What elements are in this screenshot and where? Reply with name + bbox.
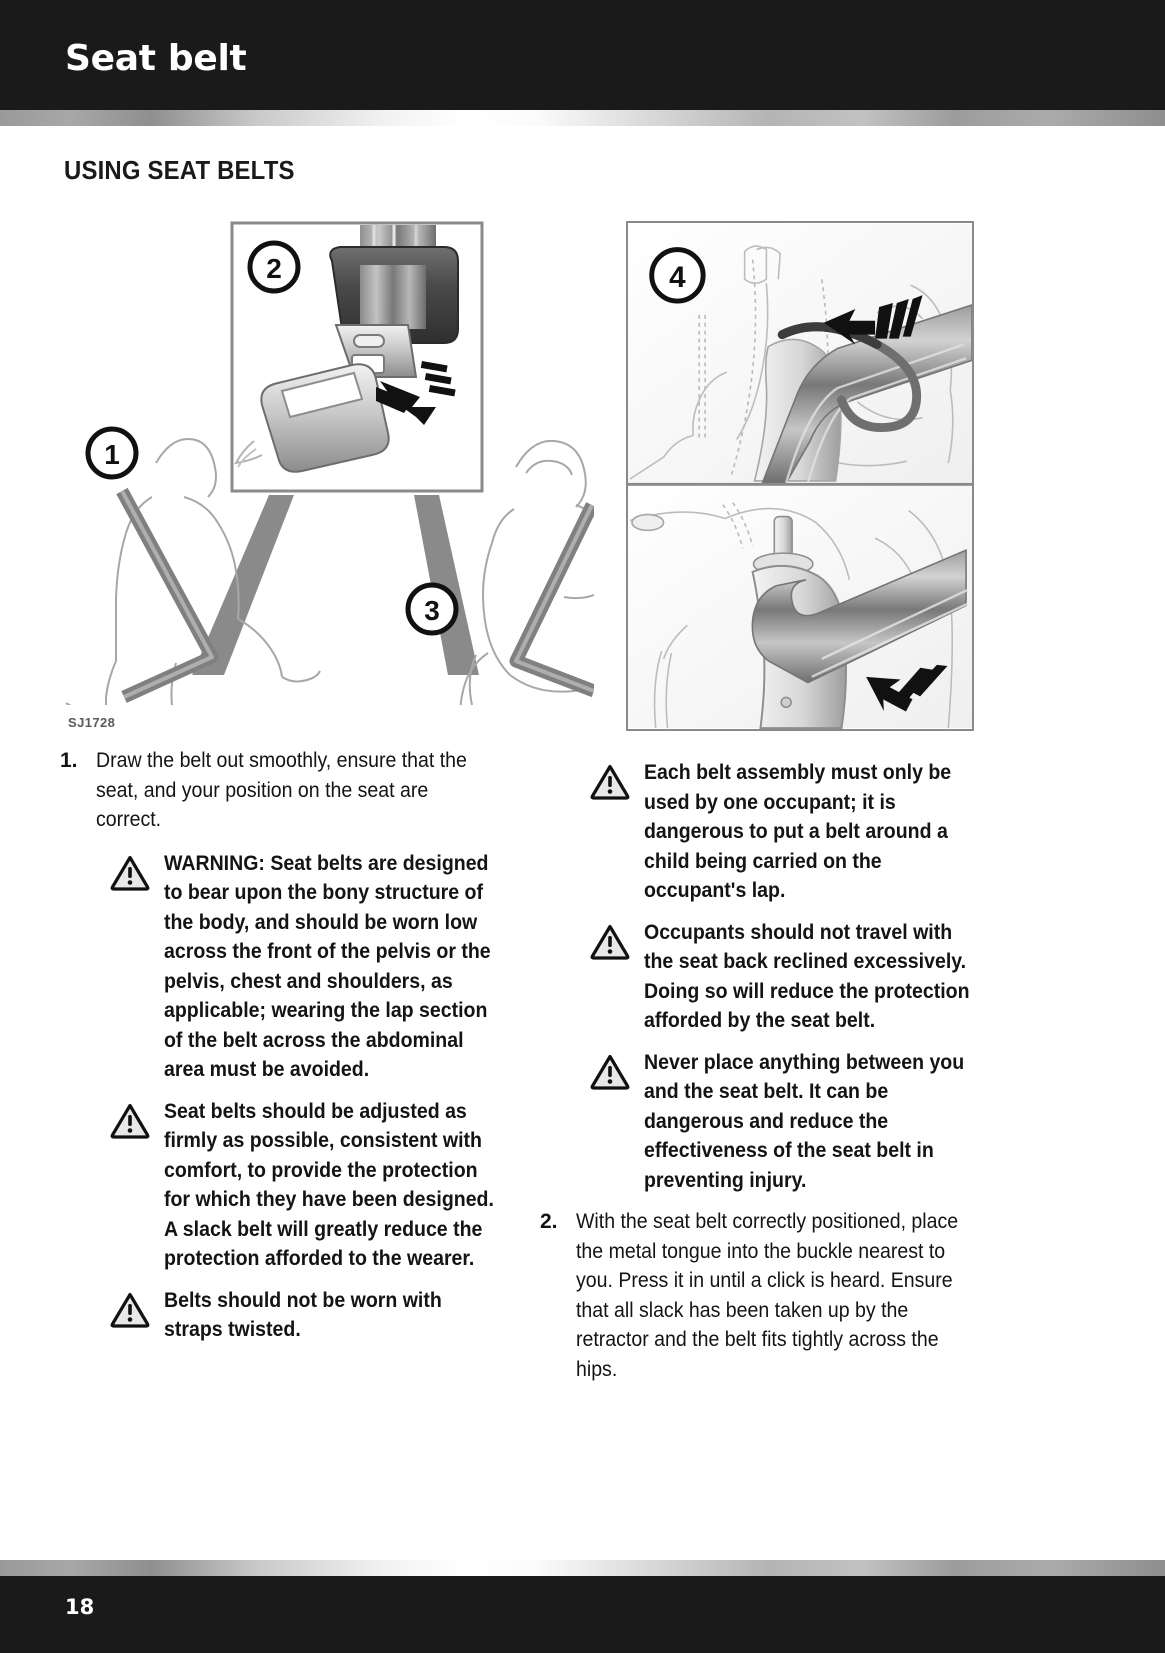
step-2: 2. With the seat belt correctly position… — [540, 1207, 1005, 1384]
belt-diagonal-occupant-3 — [509, 502, 594, 698]
figure-inset-buckle: 2 — [230, 221, 484, 493]
occupant-seated-illustration — [65, 437, 321, 705]
step-2-text: With the seat belt correctly positioned,… — [576, 1210, 959, 1381]
svg-text:3: 3 — [424, 595, 440, 626]
warning-item: Occupants should not travel with the sea… — [590, 918, 1005, 1036]
belt-diagonal-occupant-1 — [116, 487, 219, 703]
figure-area: 1 — [0, 205, 1165, 740]
svg-text:2: 2 — [266, 253, 282, 284]
step-1: 1. Draw the belt out smoothly, ensure th… — [60, 746, 520, 835]
figure-caption: SJ1728 — [68, 715, 116, 730]
insertion-arrow-bottom — [866, 664, 948, 712]
warning-item: Never place anything between you and the… — [590, 1048, 1005, 1196]
warning-item: Seat belts should be adjusted as firmly … — [110, 1097, 520, 1274]
step-1-number: 1. — [60, 749, 78, 772]
warning-text: Belts should not be worn with straps twi… — [164, 1288, 442, 1342]
warning-item: Each belt assembly must only be used by … — [590, 758, 1005, 906]
callout-3: 3 — [405, 582, 459, 636]
callout-1: 1 — [85, 426, 139, 480]
footer-sheen-divider — [0, 1560, 1165, 1576]
svg-text:4: 4 — [669, 261, 686, 294]
warning-triangle-icon — [110, 1286, 164, 1345]
right-panel-bottom-illustration — [628, 485, 972, 729]
warning-triangle-icon — [590, 758, 644, 906]
step-1-text: Draw the belt out smoothly, ensure that … — [96, 749, 467, 831]
svg-text:1: 1 — [104, 439, 120, 470]
step-2-number: 2. — [540, 1210, 558, 1233]
header-sheen-divider — [0, 110, 1165, 126]
page-footer — [0, 1576, 1165, 1653]
warning-text: Occupants should not travel with the sea… — [644, 920, 970, 1033]
body-column-right: Each belt assembly must only be used by … — [540, 746, 1005, 1398]
footer-page-number: 18 — [65, 1595, 95, 1619]
figure-right-panel: 4 — [626, 221, 974, 731]
callout-4: 4 — [649, 247, 706, 304]
warning-triangle-icon — [590, 918, 644, 1036]
warning-triangle-icon — [590, 1048, 644, 1196]
callout-2: 2 — [247, 240, 301, 294]
figure-connector-wedges — [192, 495, 479, 675]
pull-arrow-top — [823, 295, 923, 345]
warning-text: Never place anything between you and the… — [644, 1050, 965, 1192]
occupant-pregnant-illustration — [459, 439, 594, 705]
right-panel-top-illustration: 4 — [628, 223, 972, 484]
page-header — [0, 0, 1165, 110]
warning-text: WARNING: Seat belts are designed to bear… — [164, 851, 491, 1082]
figure-left-group: 1 — [64, 205, 594, 705]
page-title: Seat belt — [65, 38, 247, 79]
warning-text: Seat belts should be adjusted as firmly … — [164, 1099, 494, 1271]
section-heading: USING SEAT BELTS — [64, 155, 295, 185]
right-panel-divider — [628, 482, 972, 486]
warning-triangle-icon — [110, 849, 164, 1085]
warning-text: Each belt assembly must only be used by … — [644, 761, 952, 902]
warning-item: Belts should not be worn with straps twi… — [110, 1286, 520, 1345]
insertion-arrow — [376, 361, 456, 425]
body-column-left: 1. Draw the belt out smoothly, ensure th… — [60, 746, 520, 1357]
warning-triangle-icon — [110, 1097, 164, 1274]
warning-item: WARNING: Seat belts are designed to bear… — [110, 849, 520, 1085]
